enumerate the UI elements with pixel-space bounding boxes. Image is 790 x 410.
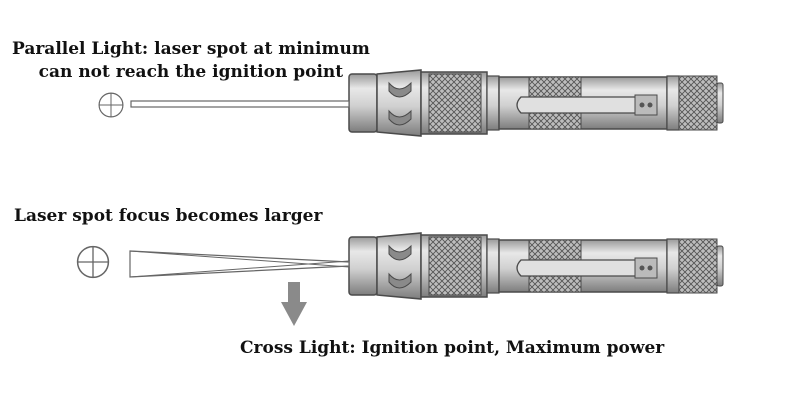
cross-beam: [129, 250, 350, 278]
parallel-caption-line1: Parallel Light: laser spot at minimum: [12, 39, 370, 59]
cross-light-caption: Cross Light: Ignition point, Maximum pow…: [240, 338, 665, 358]
down-arrow-icon: [281, 282, 307, 326]
crosshair-icon: [76, 245, 110, 279]
flashlight-top: [348, 69, 724, 137]
parallel-beam: [130, 100, 350, 108]
crosshair-icon: [98, 92, 124, 118]
flashlight-bottom: [348, 232, 724, 300]
focus-caption: Laser spot focus becomes larger: [14, 206, 323, 226]
parallel-light-caption: Parallel Light: laser spot at minimum ca…: [12, 38, 370, 84]
parallel-caption-line2: can not reach the ignition point: [38, 62, 344, 82]
